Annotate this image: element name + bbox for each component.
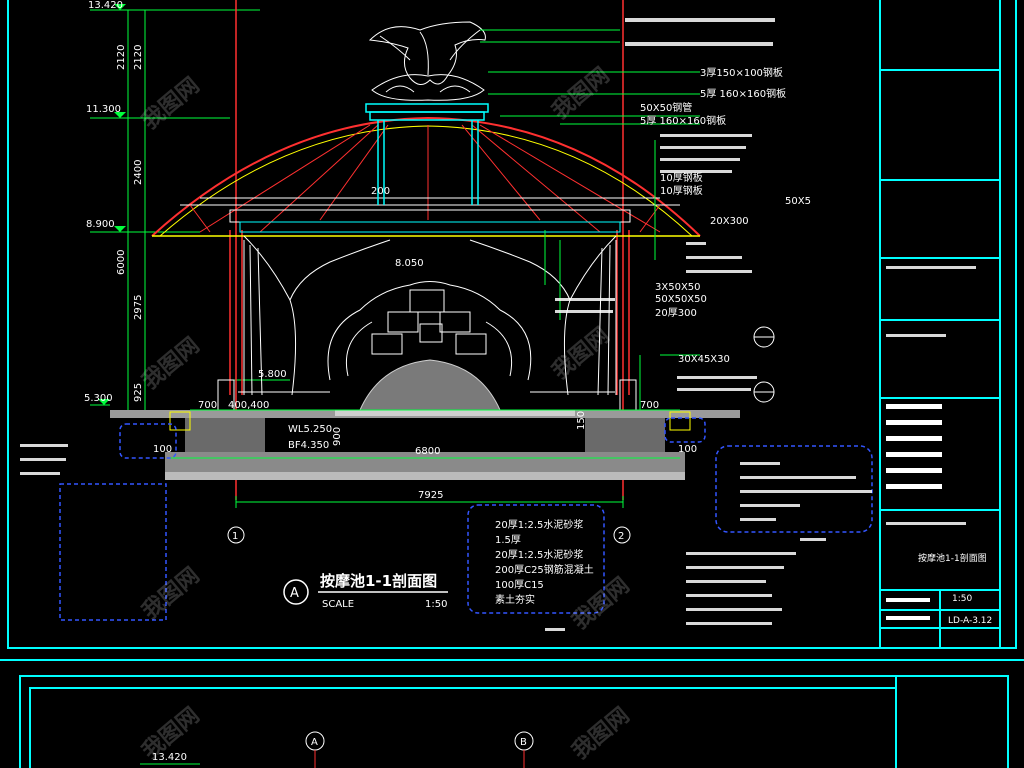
- dim-100-right: 100: [678, 444, 697, 455]
- svg-text:1: 1: [232, 531, 238, 542]
- annotation-2: 50X50钢管: [640, 101, 692, 114]
- grid-axis-1: 1: [227, 526, 245, 544]
- fine-annotation-bars: [20, 18, 976, 631]
- elevation-markers: [98, 4, 126, 405]
- elev-eave-label: 8.900: [86, 219, 115, 230]
- dim-2975: 2975: [133, 295, 144, 320]
- dim-2120-a: 2120: [116, 45, 127, 70]
- section-cut-markers: [753, 326, 775, 403]
- elev-top-label: 13.420: [88, 0, 123, 11]
- dim-150: 150: [576, 411, 587, 430]
- dim-100-left: 100: [153, 444, 172, 455]
- dolphin-sculpture: [368, 21, 486, 101]
- material-1: 1.5厚: [495, 534, 521, 546]
- annotation-1: 5厚 160×160钢板: [700, 87, 786, 100]
- dome-roof: [151, 116, 701, 237]
- material-3: 200厚C25钢筋混凝土: [495, 563, 594, 576]
- elev-eave-top-label: 11.300: [86, 104, 121, 115]
- pool-section: [110, 379, 740, 480]
- dim-925: 925: [133, 383, 144, 402]
- dim-left-700: 700: [198, 400, 217, 411]
- dim-bf: BF4.350: [288, 440, 329, 451]
- dim-right-700: 700: [640, 400, 659, 411]
- annotation-4: 10厚钢板: [660, 171, 703, 184]
- dim-pool-width: 6800: [415, 446, 440, 457]
- section-title-block: A 按摩池1-1剖面图 SCALE 1:50: [283, 572, 448, 610]
- blue-detail-zones: [59, 417, 873, 621]
- dim-2400: 2400: [133, 160, 144, 185]
- curtains: [243, 235, 617, 396]
- annotation-6: 50X5: [785, 196, 811, 207]
- title-block-rows: [886, 404, 942, 620]
- section-marker: A: [290, 586, 299, 601]
- lower-elev-top: 13.420: [152, 752, 187, 763]
- shell-fountain: [327, 281, 532, 411]
- annotation-7: 20X300: [710, 216, 749, 227]
- lower-axis-b: B: [520, 737, 527, 748]
- elev-inner-level-label: 5.800: [258, 369, 287, 380]
- annotation-9: 50X50X50: [655, 294, 707, 305]
- dim-900: 900: [332, 427, 343, 446]
- svg-text:2: 2: [618, 531, 624, 542]
- material-4: 100厚C15: [495, 579, 544, 591]
- material-2: 20厚1:2.5水泥砂浆: [495, 548, 583, 561]
- title-block-sheet-title: 按摩池1-1剖面图: [918, 552, 987, 564]
- dim-width-total: 7925: [418, 490, 443, 501]
- scale-value: 1:50: [425, 599, 447, 610]
- annotation-11: 30X45X30: [678, 354, 730, 365]
- annotation-3: 5厚 160×160钢板: [640, 114, 726, 127]
- cupola: [365, 103, 489, 205]
- annotation-leaders: [480, 29, 700, 410]
- dim-left-400-400: 400,400: [228, 400, 269, 411]
- annotation-5: 10厚钢板: [660, 184, 703, 197]
- material-5: 素土夯实: [495, 593, 535, 606]
- elev-floor-label: 5.300: [84, 393, 113, 404]
- drawing-title: 按摩池1-1剖面图: [320, 572, 437, 590]
- lower-sheet: 13.420 A B: [140, 731, 534, 768]
- annotation-10: 20厚300: [655, 307, 697, 319]
- dimension-lines: [190, 409, 680, 508]
- lower-axis-a: A: [311, 737, 318, 748]
- elevation-guides: [90, 9, 290, 410]
- scale-label: SCALE: [322, 599, 354, 610]
- dim-2120-b: 2120: [133, 45, 144, 70]
- annotation-8: 3X50X50: [655, 282, 701, 293]
- title-block-drawing-no: LD-A-3.12: [948, 616, 992, 626]
- dim-200: 200: [371, 186, 390, 197]
- annotation-0: 3厚150×100钢板: [700, 66, 783, 79]
- dim-wl: WL5.250: [288, 424, 332, 435]
- title-block-scale: 1:50: [952, 594, 972, 604]
- elev-inner-floor-label: 8.050: [395, 258, 424, 269]
- grid-axis-2: 2: [613, 526, 631, 544]
- material-0: 20厚1:2.5水泥砂浆: [495, 518, 583, 531]
- dim-6000: 6000: [116, 250, 127, 275]
